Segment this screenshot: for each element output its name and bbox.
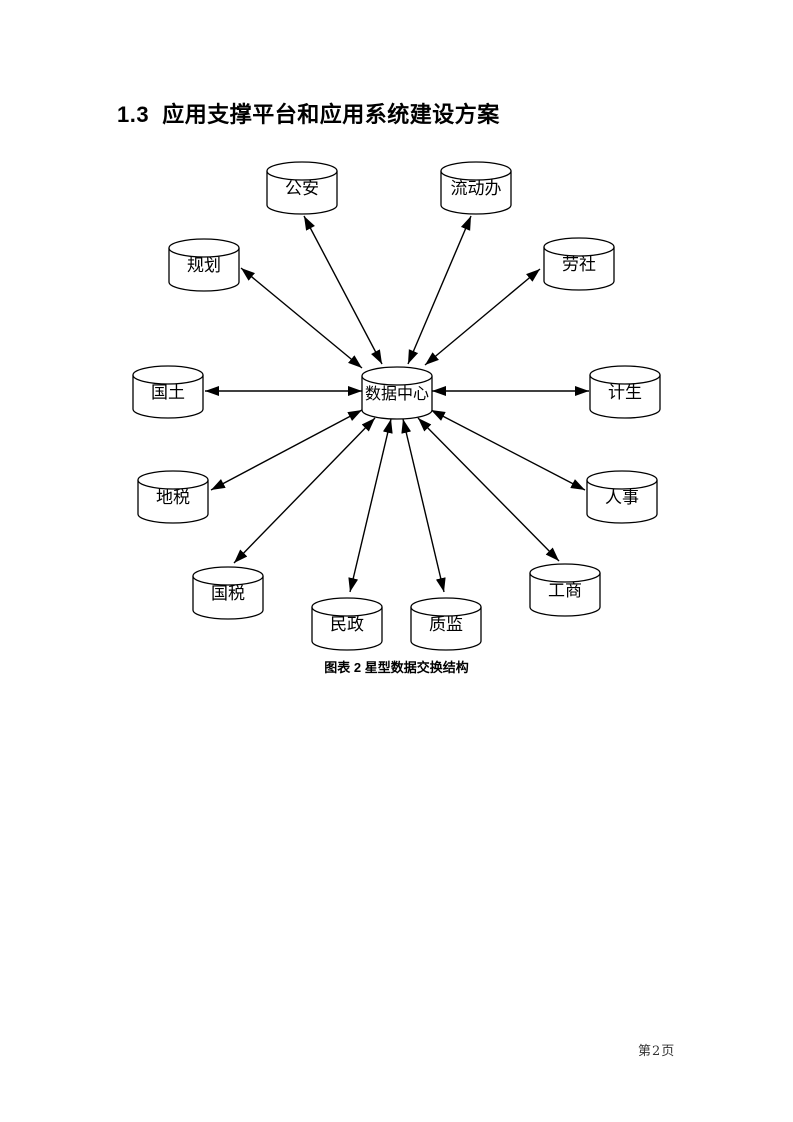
cylinder-top	[529, 563, 601, 583]
link-datacenter-gongan	[303, 215, 383, 365]
node-label: 地税	[156, 488, 190, 508]
cylinder-top	[586, 470, 658, 490]
node-label: 民政	[330, 615, 364, 635]
cylinder-body	[137, 480, 209, 524]
page-number: 第2页	[638, 1044, 676, 1059]
node-datacenter: 数据中心	[361, 366, 433, 420]
node-gongan: 公安	[266, 161, 338, 215]
diagram-links	[205, 215, 589, 593]
link-datacenter-laoshe	[424, 268, 541, 366]
cylinder-top	[311, 597, 383, 617]
cylinder-top	[543, 237, 615, 257]
node-label: 流动办	[451, 179, 502, 199]
node-label: 规划	[187, 256, 221, 276]
cylinder-top	[440, 161, 512, 181]
node-label: 国税	[211, 584, 245, 604]
cylinder-top	[137, 470, 209, 490]
node-zhijian: 质监	[410, 597, 482, 651]
node-label: 国土	[151, 383, 185, 403]
link-datacenter-guihua	[240, 267, 363, 369]
node-renshi: 人事	[586, 470, 658, 524]
cylinder-top	[410, 597, 482, 617]
node-minzheng: 民政	[311, 597, 383, 651]
link-datacenter-liudongban	[407, 215, 472, 365]
cylinder-top	[589, 365, 661, 385]
link-datacenter-renshi	[430, 409, 586, 491]
cylinder-body	[586, 480, 658, 524]
node-guihua: 规划	[168, 238, 240, 292]
node-liudongban: 流动办	[440, 161, 512, 215]
cylinder-body	[529, 573, 601, 617]
node-label: 劳社	[562, 255, 596, 275]
cylinder-body	[168, 248, 240, 292]
cylinder-body	[543, 247, 615, 291]
link-datacenter-minzheng	[348, 418, 393, 593]
link-datacenter-zhijian	[401, 418, 446, 593]
cylinder-body	[192, 576, 264, 620]
cylinder-top	[192, 566, 264, 586]
node-guotu: 国土	[132, 365, 204, 419]
star-topology-diagram: 公安 流动办 规划 劳社 国土	[132, 161, 661, 651]
cylinder-top	[132, 365, 204, 385]
node-jisheng: 计生	[589, 365, 661, 419]
figure-caption: 图表 2 星型数据交换结构	[324, 660, 469, 675]
cylinder-body	[440, 171, 512, 215]
cylinder-top	[168, 238, 240, 258]
diagram-nodes: 公安 流动办 规划 劳社 国土	[132, 161, 661, 651]
node-label: 公安	[285, 179, 319, 199]
cylinder-body	[589, 375, 661, 419]
cylinder-body	[132, 375, 204, 419]
node-label: 工商	[548, 581, 582, 601]
node-laoshe: 劳社	[543, 237, 615, 291]
cylinder-top	[361, 366, 433, 386]
cylinder-body	[266, 171, 338, 215]
cylinder-body	[361, 376, 433, 420]
section-heading: 1.3 应用支撑平台和应用系统建设方案	[117, 102, 500, 127]
node-gongshang: 工商	[529, 563, 601, 617]
node-guoshui: 国税	[192, 566, 264, 620]
node-label: 数据中心	[365, 384, 429, 403]
node-dishui: 地税	[137, 470, 209, 524]
cylinder-body	[311, 607, 383, 651]
node-label: 人事	[605, 488, 639, 508]
cylinder-body	[410, 607, 482, 651]
cylinder-top	[266, 161, 338, 181]
link-datacenter-dishui	[210, 409, 363, 491]
node-label: 计生	[608, 383, 642, 403]
node-label: 质监	[429, 615, 463, 635]
